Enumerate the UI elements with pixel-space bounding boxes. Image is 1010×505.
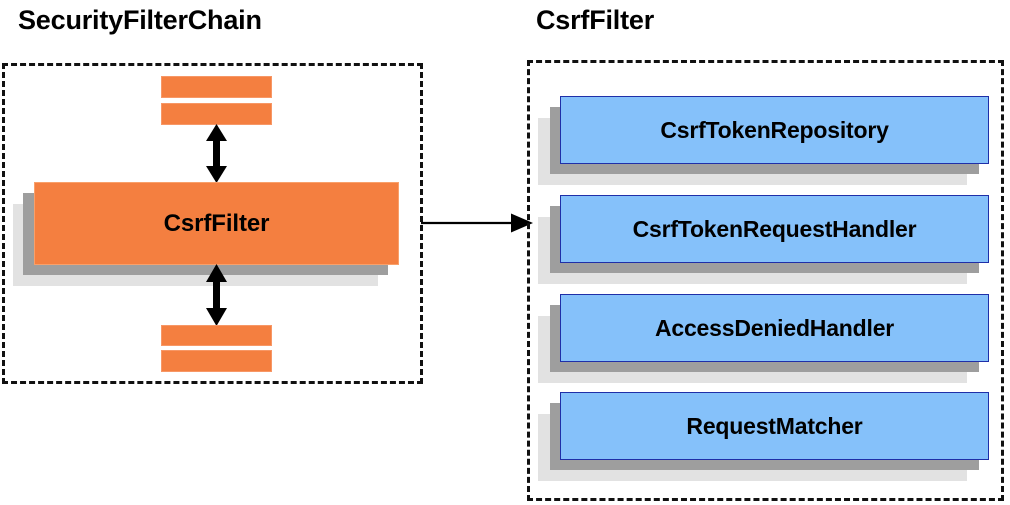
page-title-securityfilterchain: SecurityFilterChain — [18, 5, 262, 35]
panel-csrffilter — [527, 60, 1004, 501]
block-requestmatcher: RequestMatcher — [538, 392, 989, 481]
connector-arrow-icon — [421, 210, 533, 236]
block-face: AccessDeniedHandler — [560, 294, 989, 362]
filter-bar-above-2 — [161, 103, 272, 125]
block-label-accessdeniedhandler: AccessDeniedHandler — [654, 314, 895, 341]
block-csrffilter-main: CsrfFilter — [13, 182, 399, 286]
block-csrftokenrequesthandler: CsrfTokenRequestHandler — [538, 195, 989, 284]
double-arrow-upper-icon — [205, 124, 228, 183]
filter-bar-above-1 — [161, 76, 272, 98]
block-face: CsrfFilter — [34, 182, 399, 265]
block-label-csrftokenrequesthandler: CsrfTokenRequestHandler — [632, 215, 917, 242]
block-face: RequestMatcher — [560, 392, 989, 460]
block-label-csrftokenrepository: CsrfTokenRepository — [660, 116, 889, 143]
block-face: CsrfTokenRequestHandler — [560, 195, 989, 263]
block-label-csrffilter: CsrfFilter — [163, 209, 270, 237]
block-csrftokenrepository: CsrfTokenRepository — [538, 96, 989, 185]
double-arrow-lower-icon — [205, 264, 228, 326]
filter-bar-below-1 — [161, 325, 272, 346]
block-label-requestmatcher: RequestMatcher — [686, 412, 863, 439]
block-accessdeniedhandler: AccessDeniedHandler — [538, 294, 989, 383]
page-title-csrffilter: CsrfFilter — [536, 5, 655, 35]
filter-bar-below-2 — [161, 350, 272, 372]
block-face: CsrfTokenRepository — [560, 96, 989, 164]
